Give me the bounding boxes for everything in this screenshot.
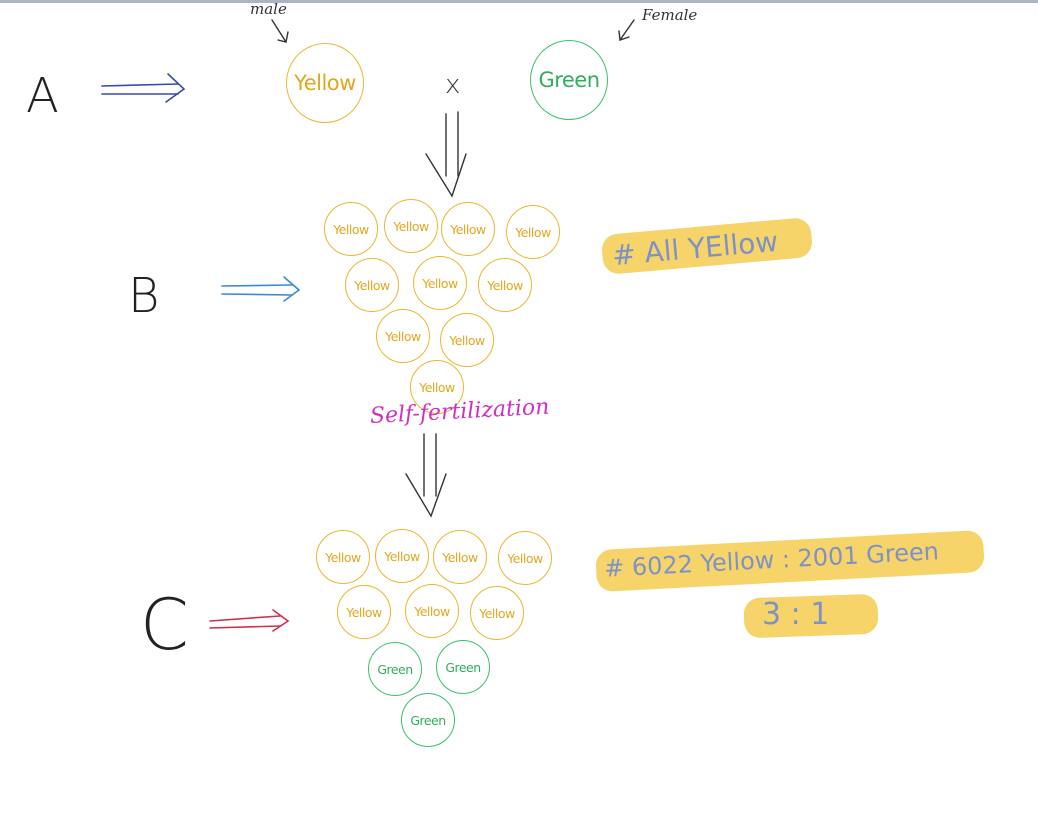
generation-b-seed: Yellow bbox=[410, 360, 464, 414]
generation-c-seed: Green bbox=[368, 642, 422, 696]
generation-b-seed: Yellow bbox=[440, 313, 494, 367]
arrow-a bbox=[101, 73, 186, 103]
generation-b-seed: Yellow bbox=[413, 256, 467, 310]
parent-female-seed: Green bbox=[530, 40, 608, 120]
generation-c-seed: Yellow bbox=[470, 586, 524, 640]
generation-c-seed: Yellow bbox=[316, 530, 370, 584]
generation-c-seed: Yellow bbox=[433, 530, 487, 584]
note-ratio: 3 : 1 bbox=[762, 597, 830, 632]
generation-c-seed: Yellow bbox=[375, 529, 429, 583]
down-arrow-2 bbox=[405, 433, 447, 518]
male-pointer-arrow bbox=[271, 19, 289, 43]
generation-b-seed: Yellow bbox=[478, 258, 532, 312]
generation-a-label: A bbox=[26, 68, 59, 124]
parent-male-seed: Yellow bbox=[286, 43, 364, 123]
generation-b-seed: Yellow bbox=[384, 199, 438, 253]
female-pointer-arrow bbox=[618, 19, 635, 41]
down-arrow-1 bbox=[425, 111, 467, 198]
generation-c-seed: Yellow bbox=[405, 584, 459, 638]
female-label: Female bbox=[642, 6, 698, 24]
generation-b-seed: Yellow bbox=[376, 309, 430, 363]
cross-symbol: x bbox=[445, 70, 461, 100]
arrow-b bbox=[221, 276, 301, 302]
arrow-c bbox=[209, 609, 290, 632]
male-label: male bbox=[250, 0, 287, 18]
generation-c-seed: Yellow bbox=[337, 585, 391, 639]
generation-c-label: C bbox=[140, 584, 189, 666]
generation-b-label: B bbox=[128, 268, 160, 324]
window-top-border bbox=[0, 0, 1038, 3]
generation-c-seed: Green bbox=[436, 640, 490, 694]
generation-b-seed: Yellow bbox=[324, 202, 378, 256]
generation-c-seed: Yellow bbox=[498, 531, 552, 585]
generation-b-seed: Yellow bbox=[441, 202, 495, 256]
generation-c-seed: Green bbox=[401, 693, 455, 747]
generation-b-seed: Yellow bbox=[506, 205, 560, 259]
generation-b-seed: Yellow bbox=[345, 258, 399, 312]
